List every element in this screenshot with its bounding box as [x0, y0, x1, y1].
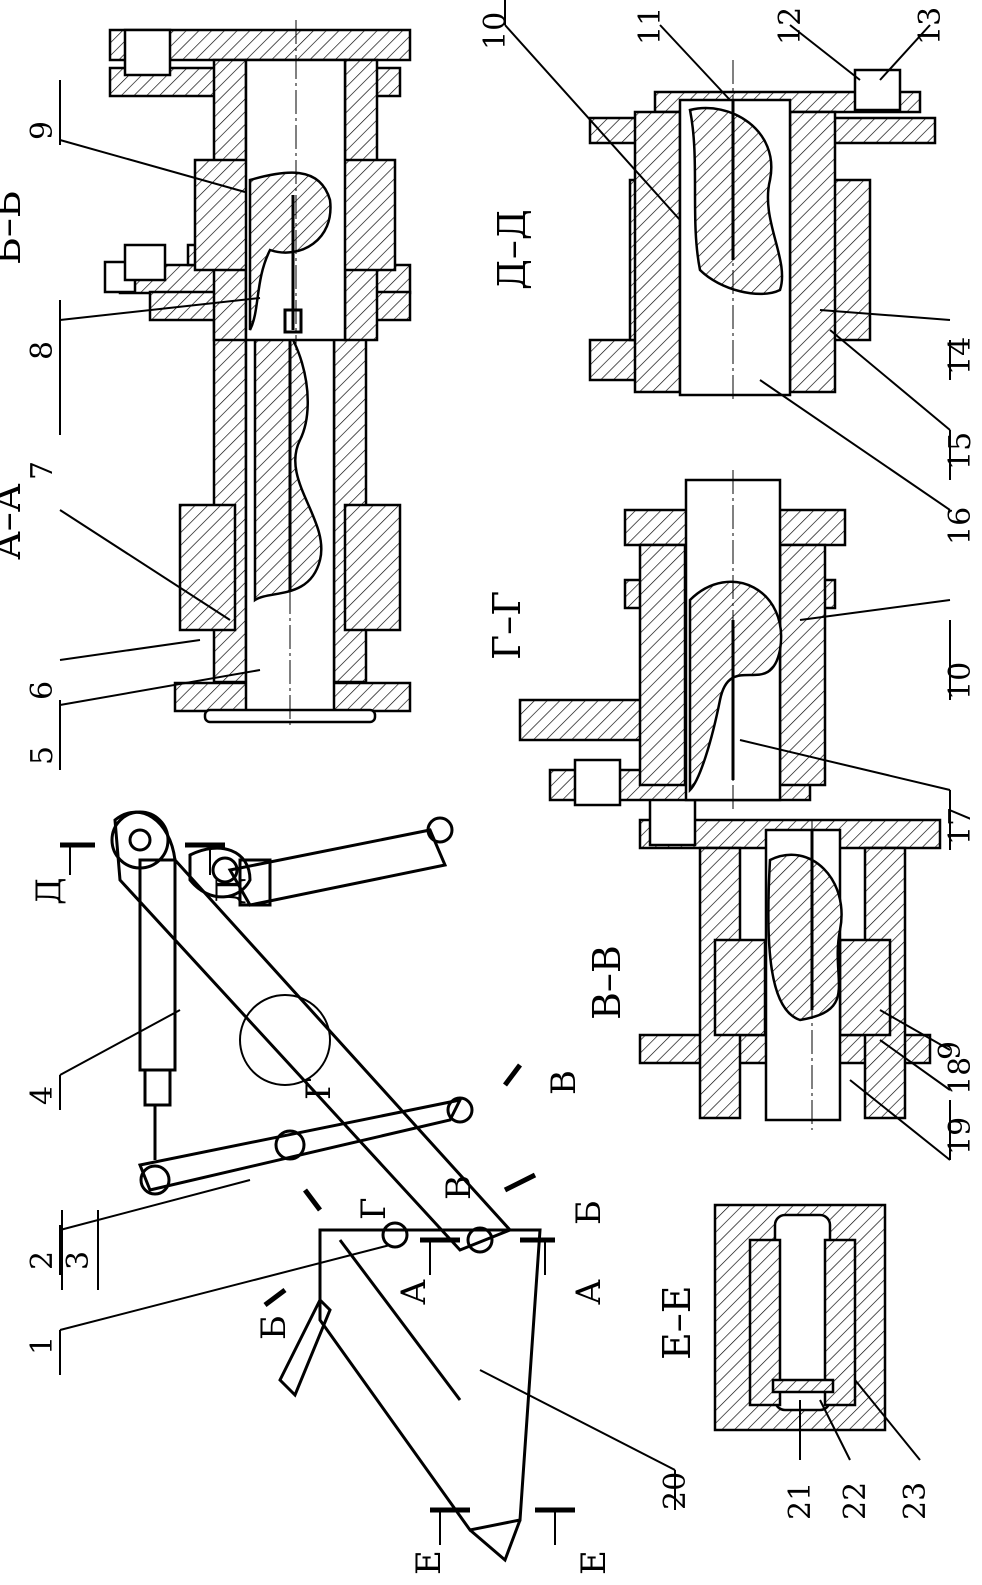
cut-letter-g-left: Г: [354, 1197, 394, 1220]
part-number-3: 3: [61, 1251, 96, 1270]
part-number-20: 20: [658, 1472, 693, 1510]
part-number-12: 12: [773, 7, 808, 45]
part-number-23: 23: [898, 1482, 933, 1520]
part-number-10-g: 10: [943, 662, 978, 700]
section-title-v-v: В–В: [585, 945, 629, 1020]
cut-letter-e-right: Е: [574, 1550, 614, 1575]
callout-baselines: [61, 1210, 99, 1290]
part-number-4: 4: [25, 1086, 60, 1105]
section-b-b: Б–Б: [0, 20, 412, 365]
section-title-d-d: Д–Д: [490, 209, 534, 290]
part-number-8: 8: [25, 341, 60, 360]
part-number-11: 11: [633, 7, 668, 45]
part-number-22: 22: [838, 1482, 873, 1520]
section-title-a-a: А–А: [0, 483, 29, 560]
cut-letter-v-right: В: [544, 1070, 584, 1095]
cut-letter-b-right: Б: [569, 1200, 609, 1225]
part-number-10: 10: [478, 12, 513, 50]
part-number-9: 9: [25, 121, 60, 140]
part-number-6: 6: [25, 681, 60, 700]
part-number-17: 17: [943, 807, 978, 845]
main-assembly-view: [59, 810, 676, 1563]
part-number-15: 15: [943, 432, 978, 470]
cut-letter-b-left: Б: [254, 1315, 294, 1340]
part-number-9-v: 9: [933, 1041, 968, 1060]
cut-letter-a-right: А: [569, 1279, 609, 1305]
cut-letter-e-left: Е: [409, 1550, 449, 1575]
cut-letter-g-right: Г: [299, 1077, 339, 1100]
section-e-e: Е–Е: [655, 1203, 921, 1461]
cut-letter-a-left: А: [394, 1279, 434, 1305]
part-number-18: 18: [943, 1057, 978, 1095]
cut-letter-v-left: В: [439, 1175, 479, 1200]
section-a-a: А–А: [0, 240, 412, 770]
section-d-d: Д–Д: [490, 0, 951, 511]
section-title-g-g: Г–Г: [485, 591, 529, 660]
cut-letter-d-right: Д: [209, 877, 249, 905]
part-number-2: 2: [25, 1251, 60, 1270]
cut-plane-letters: Д Д Г Г В В Б Б А А Е Е: [29, 877, 614, 1575]
part-number-callouts: 1 2 3 4 5 6 7 8 9 10 11 12 13 14 15 16 1…: [25, 7, 978, 1520]
part-number-1: 1: [25, 1336, 60, 1355]
part-number-16: 16: [943, 507, 978, 545]
part-number-21: 21: [783, 1482, 818, 1520]
part-number-19: 19: [943, 1117, 978, 1155]
section-title-b-b: Б–Б: [0, 190, 29, 265]
part-number-13: 13: [913, 7, 948, 45]
section-v-v: В–В: [585, 793, 951, 1161]
part-number-7: 7: [25, 461, 60, 480]
part-number-5: 5: [25, 746, 60, 765]
section-g-g: Г–Г: [485, 470, 951, 850]
part-number-14: 14: [943, 337, 978, 375]
cut-letter-d-left: Д: [29, 877, 69, 905]
section-title-e-e: Е–Е: [655, 1286, 699, 1360]
